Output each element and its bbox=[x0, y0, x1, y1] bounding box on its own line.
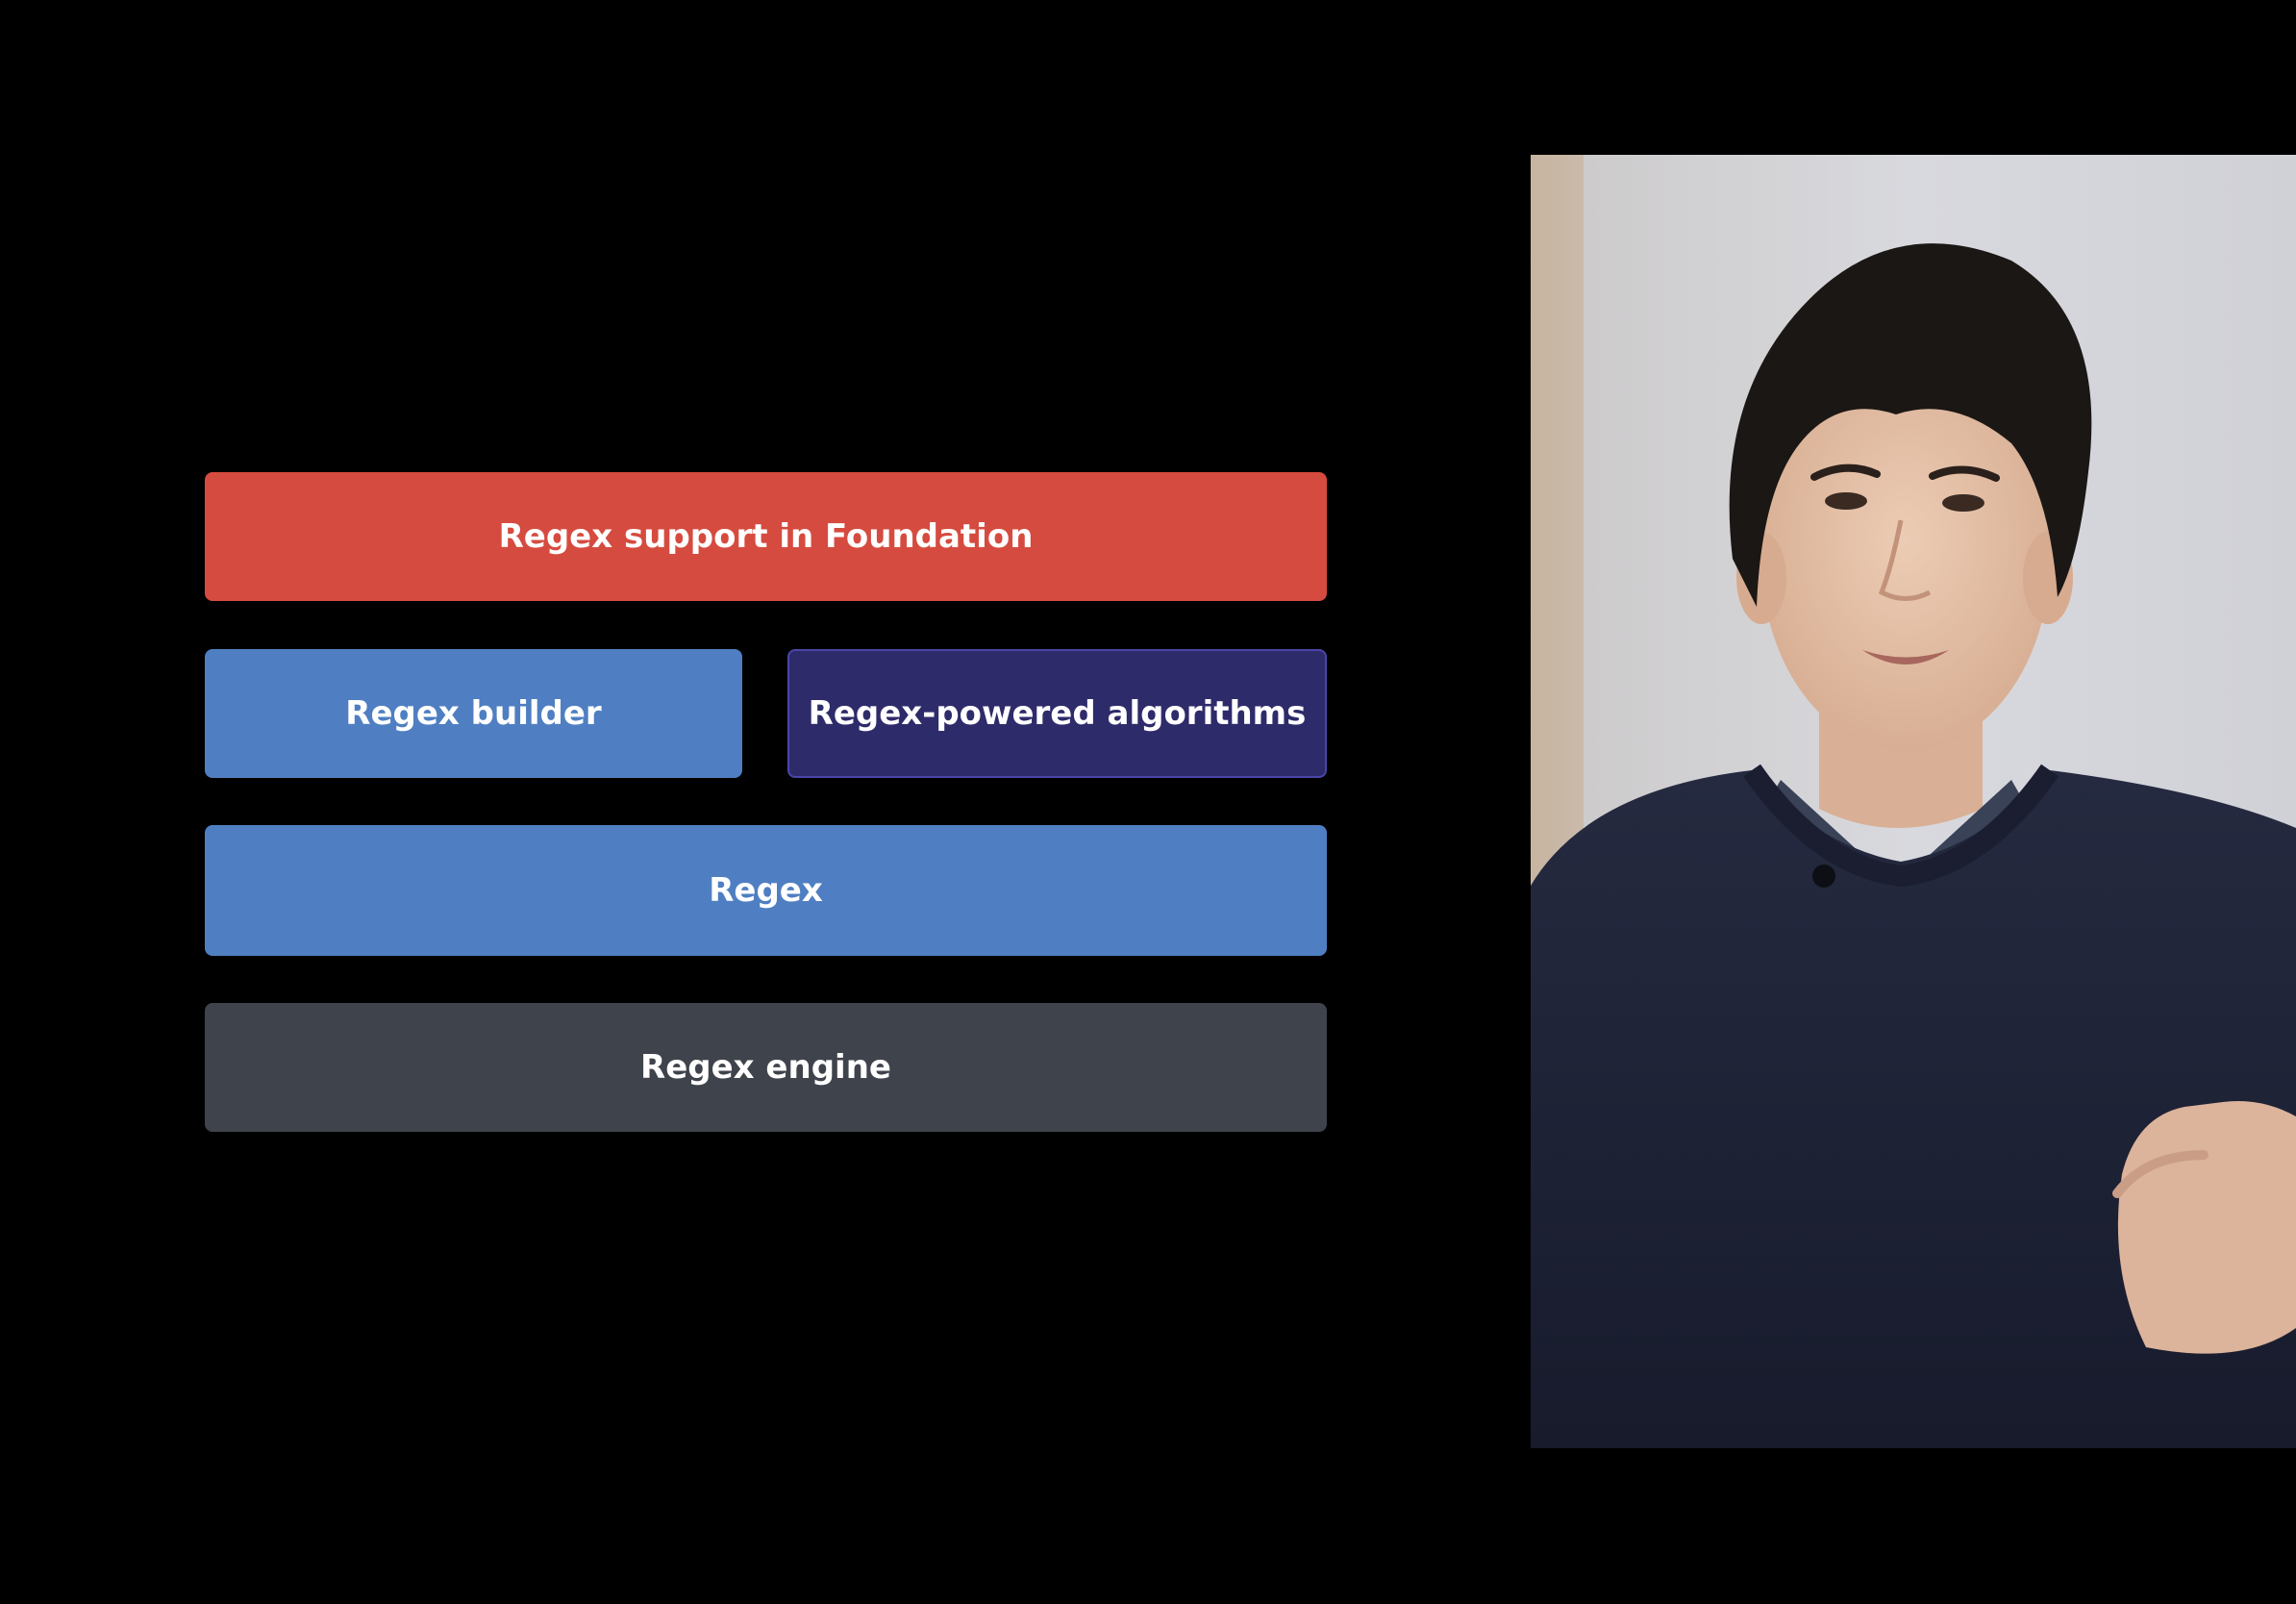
left-brow bbox=[1810, 464, 1881, 481]
block-regex-builder: Regex builder bbox=[205, 649, 742, 778]
block-regex-support-in-foundation: Regex support in Foundation bbox=[205, 472, 1327, 601]
block-label: Regex builder bbox=[345, 694, 602, 733]
nose bbox=[1878, 519, 1932, 601]
hair bbox=[1729, 243, 2092, 607]
sweater bbox=[1531, 770, 2296, 1448]
hand bbox=[2117, 1101, 2296, 1354]
slide-diagram: Regex support in Foundation Regex builde… bbox=[205, 472, 1327, 1132]
right-eye bbox=[1942, 494, 1984, 512]
block-regex-powered-algorithms: Regex-powered algorithms bbox=[787, 649, 1327, 778]
left-eye bbox=[1825, 492, 1867, 510]
block-label: Regex-powered algorithms bbox=[808, 694, 1307, 733]
block-regex-engine: Regex engine bbox=[205, 1003, 1327, 1132]
mouth bbox=[1862, 650, 1949, 664]
presenter-video bbox=[1531, 155, 2296, 1448]
right-brow bbox=[1929, 465, 2000, 482]
block-label: Regex support in Foundation bbox=[498, 517, 1034, 556]
block-label: Regex bbox=[709, 871, 823, 910]
presenter-illustration bbox=[1531, 155, 2296, 1448]
shirt-collar bbox=[1742, 780, 2050, 953]
sweater-neckline bbox=[1742, 764, 2059, 888]
finger bbox=[2112, 1150, 2209, 1198]
lapel-microphone bbox=[1812, 865, 1835, 888]
block-label: Regex engine bbox=[640, 1048, 891, 1087]
face bbox=[1761, 366, 2050, 751]
block-regex: Regex bbox=[205, 825, 1327, 956]
